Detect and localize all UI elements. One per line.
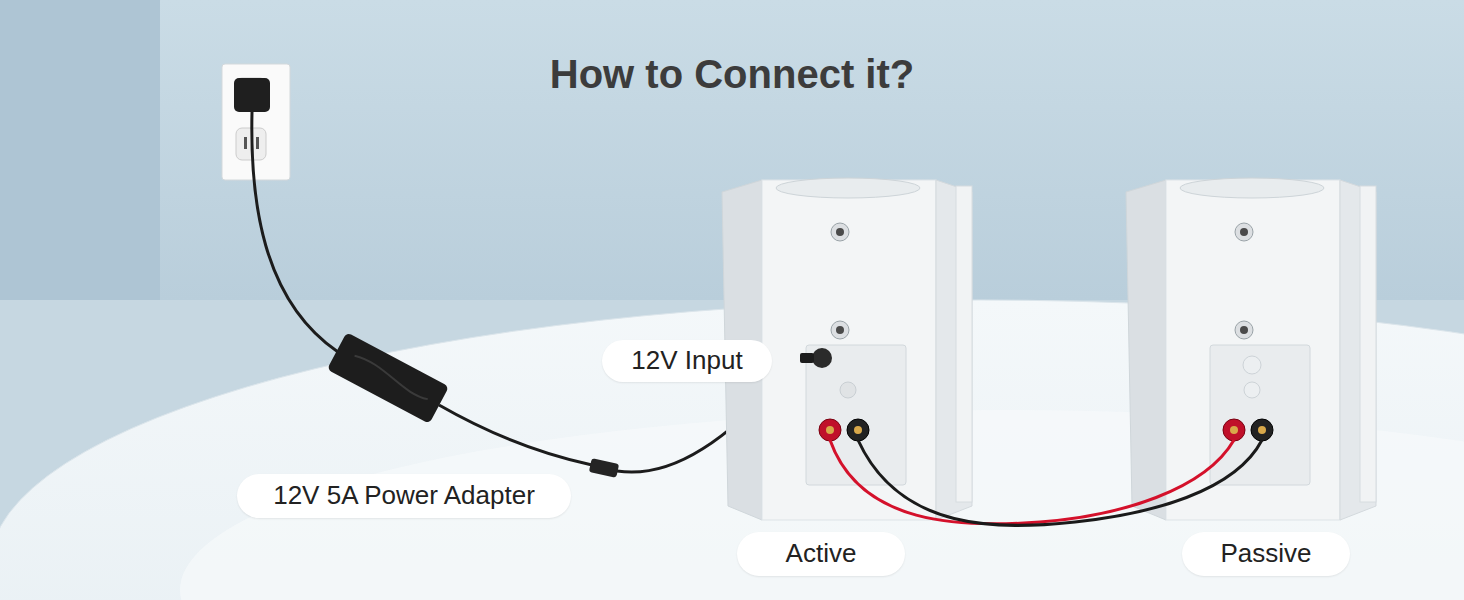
wall-outlet: [222, 64, 290, 180]
label-text: Active: [786, 539, 857, 569]
passive-blank-ports: [1243, 356, 1261, 398]
label-pill: 12V Input: [602, 340, 772, 382]
diagram-title: How to Connect it?: [550, 52, 914, 97]
wall-outlet: [222, 64, 290, 180]
wall-plug: [234, 78, 270, 112]
power-adapter: [327, 332, 449, 424]
speaker-wire: [830, 440, 1262, 526]
passive-blank-ports: [1244, 382, 1260, 398]
passive-speaker: [1126, 178, 1376, 520]
dc-jack: [812, 348, 832, 368]
dc-jack: [800, 353, 814, 363]
label-text: 12V 5A Power Adapter: [273, 481, 535, 511]
dc-jack: [800, 348, 856, 398]
power-cable: [252, 112, 806, 472]
dc-jack: [840, 382, 856, 398]
label-pill: Active: [737, 532, 905, 576]
speaker-wire: [830, 440, 1234, 524]
speaker-wire: [858, 440, 1262, 526]
label-text: Passive: [1220, 539, 1311, 569]
power-cable: [439, 405, 592, 465]
wall-outlet: [244, 137, 247, 149]
power-adapter: [327, 332, 449, 424]
power-cable: [252, 112, 338, 352]
power-adapter: [352, 354, 431, 401]
label-pill: Passive: [1182, 532, 1350, 576]
ferrite-core: [589, 458, 619, 478]
ferrite-core: [589, 458, 619, 478]
wall-outlet: [256, 137, 259, 149]
label-text: 12V Input: [631, 346, 742, 376]
passive-blank-ports: [1243, 356, 1261, 374]
label-pill: 12V 5A Power Adapter: [237, 474, 571, 518]
